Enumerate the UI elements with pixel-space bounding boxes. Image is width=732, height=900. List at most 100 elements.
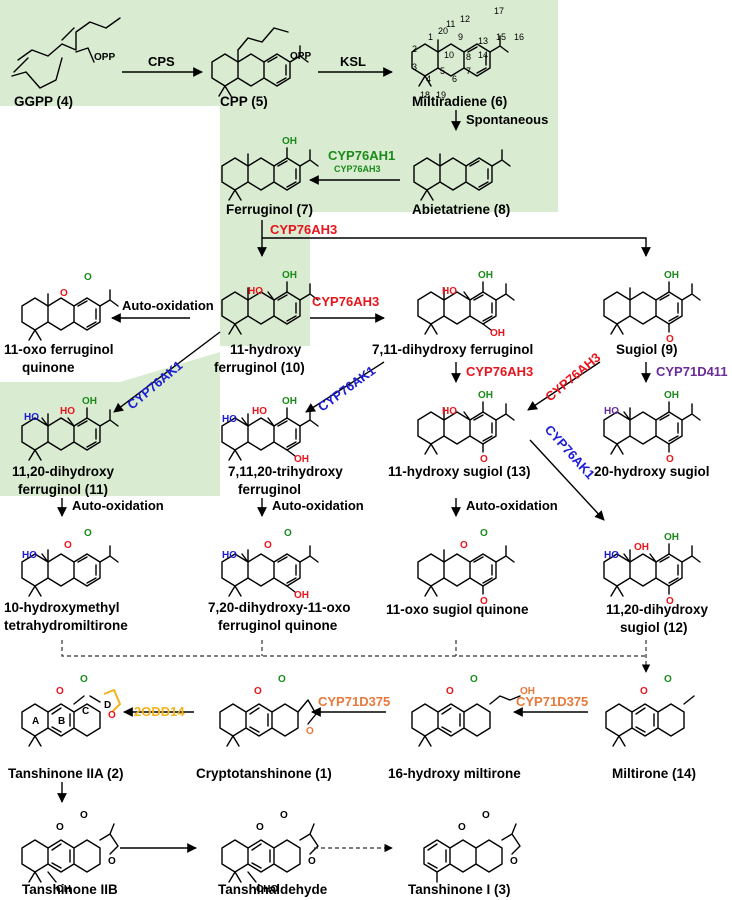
auto-oxidation-3: Auto-oxidation (272, 498, 364, 513)
ggpp-structure: OPP (11, 17, 121, 89)
svg-text:O: O (664, 674, 672, 685)
arrow-11hydroxy-1120dihydroxy (113, 331, 221, 413)
svg-text:O: O (84, 272, 92, 283)
711-dihydroxy-label: 7,11-dihydroxy ferruginol (372, 342, 533, 357)
svg-text:O: O (108, 710, 116, 721)
11-hydroxy-ferruginol-structure: OH HO (221, 270, 319, 335)
ksl-enzyme: KSL (340, 54, 366, 69)
oxo-quinone-label-1: 11-oxo ferruginol (4, 342, 114, 357)
svg-text:HO: HO (442, 406, 457, 417)
svg-text:4: 4 (426, 74, 431, 84)
carbon-numbering: 1 2 3 4 5 6 7 8 9 10 11 12 13 14 15 16 1… (412, 6, 524, 100)
1120-dihydroxy-structure: OH HO HO (21, 396, 119, 461)
svg-text:HO: HO (252, 406, 267, 417)
sugiol-structure: OH O (603, 270, 701, 345)
1120-dihydroxy-sugiol-label-2: sugiol (12) (620, 620, 688, 635)
svg-text:17: 17 (494, 6, 504, 16)
svg-text:9: 9 (458, 32, 463, 42)
svg-text:HO: HO (248, 286, 263, 297)
cyp76ak1-enzyme-2: CYP76AK1 (315, 363, 378, 415)
svg-text:10: 10 (444, 50, 454, 60)
cryptotanshinone-label: Cryptotanshinone (1) (196, 766, 332, 781)
hydroxymethyl-label-2: tetrahydromiltirone (4, 618, 128, 633)
cps-enzyme: CPS (148, 54, 175, 69)
svg-text:O: O (640, 686, 648, 697)
ring-c-label: C (82, 706, 89, 717)
cyp71d375-enzyme-2: CYP71D375 (516, 694, 588, 709)
cpp-label: CPP (5) (220, 94, 268, 109)
ring-a-label: A (32, 716, 39, 727)
cyp76ah3-enzyme-4: CYP76AH3 (542, 350, 603, 405)
ggpp-label: GGPP (4) (14, 94, 73, 109)
1120-dihydroxy-sugiol-label-1: 11,20-dihydroxy (606, 602, 709, 617)
svg-text:O: O (666, 596, 674, 607)
svg-text:16: 16 (514, 32, 524, 42)
svg-text:OH: OH (294, 454, 309, 465)
highlight-region (0, 0, 558, 496)
arrow-sugiol-11hydroxysugiol (527, 361, 601, 411)
tanshinaldehyde-structure: O O O CHO (221, 810, 319, 895)
cryptotanshinone-structure: O O O (219, 674, 317, 747)
tanshinone-iib-structure: O O O OH (21, 810, 119, 895)
svg-text:HO: HO (604, 406, 619, 417)
svg-text:O: O (308, 856, 316, 867)
11-hydroxy-sugiol-structure: OH HO O (417, 390, 515, 465)
720-dihydroxy-label-1: 7,20-dihydroxy-11-oxo (208, 600, 351, 615)
ferruginol-structure: OH (221, 136, 319, 201)
cpp-structure: OPP (211, 27, 311, 97)
auto-oxidation-2: Auto-oxidation (72, 498, 164, 513)
svg-text:O: O (254, 686, 262, 697)
svg-text:20: 20 (438, 26, 448, 36)
svg-text:OH: OH (490, 328, 505, 339)
svg-text:O: O (256, 822, 264, 833)
svg-text:O: O (56, 822, 64, 833)
svg-text:O: O (482, 810, 490, 821)
svg-text:O: O (666, 454, 674, 465)
svg-text:OH: OH (478, 390, 493, 401)
1120-dihydroxy-label-2: ferruginol (11) (18, 482, 108, 497)
svg-text:11: 11 (446, 19, 455, 29)
svg-text:OH: OH (664, 532, 679, 543)
sugiol-label: Sugiol (9) (616, 342, 678, 357)
svg-text:O: O (56, 686, 64, 697)
svg-text:OH: OH (294, 590, 309, 601)
auto-oxidation-1: Auto-oxidation (122, 298, 214, 313)
svg-text:O: O (280, 810, 288, 821)
1120-dihydroxy-label-1: 11,20-dihydroxy (12, 464, 115, 479)
svg-text:O: O (666, 334, 674, 345)
720-dihydroxy-label-2: ferruginol quinone (218, 618, 338, 633)
abietatriene-label: Abietatriene (8) (412, 202, 510, 217)
arrow-11hydroxysugiol-1120 (529, 439, 605, 521)
svg-text:OH: OH (282, 270, 297, 281)
opp-label: OPP (94, 52, 115, 63)
miltirone-structure: O O (605, 674, 695, 747)
cyp76ah3-enzyme-1: CYP76AH3 (270, 222, 337, 237)
auto-oxidation-4: Auto-oxidation (466, 498, 558, 513)
svg-text:HO: HO (222, 414, 237, 425)
svg-text:HO: HO (604, 550, 619, 561)
svg-text:18: 18 (420, 90, 430, 100)
svg-text:O: O (480, 596, 488, 607)
svg-text:15: 15 (496, 32, 506, 42)
tanshinone-i-structure: O O O (423, 810, 521, 883)
svg-text:HO: HO (24, 412, 39, 423)
svg-text:OH: OH (478, 270, 493, 281)
1120-dihydroxy-sugiol-structure: OH OH HO O (603, 532, 701, 607)
16-hydroxy-miltirone-label: 16-hydroxy miltirone (388, 766, 521, 781)
svg-text:OH: OH (634, 542, 649, 553)
svg-text:OH: OH (282, 136, 297, 147)
71120-trihydroxy-structure: OH HO HO OH (221, 396, 319, 465)
20-hydroxy-sugiol-structure: OH HO O (603, 390, 701, 465)
svg-text:HO: HO (22, 550, 37, 561)
svg-text:HO: HO (60, 406, 75, 417)
cyp76ah3-enzyme-3: CYP76AH3 (466, 364, 533, 379)
svg-text:O: O (458, 822, 466, 833)
spontaneous-label: Spontaneous (466, 112, 548, 127)
miltirone-label: Miltirone (14) (612, 766, 696, 781)
oxo-ferruginol-quinone-structure: O O (21, 272, 119, 341)
svg-text:HO: HO (442, 286, 457, 297)
svg-text:13: 13 (478, 36, 488, 46)
svg-text:O: O (470, 674, 478, 685)
dashed-convergence-line (61, 640, 646, 657)
